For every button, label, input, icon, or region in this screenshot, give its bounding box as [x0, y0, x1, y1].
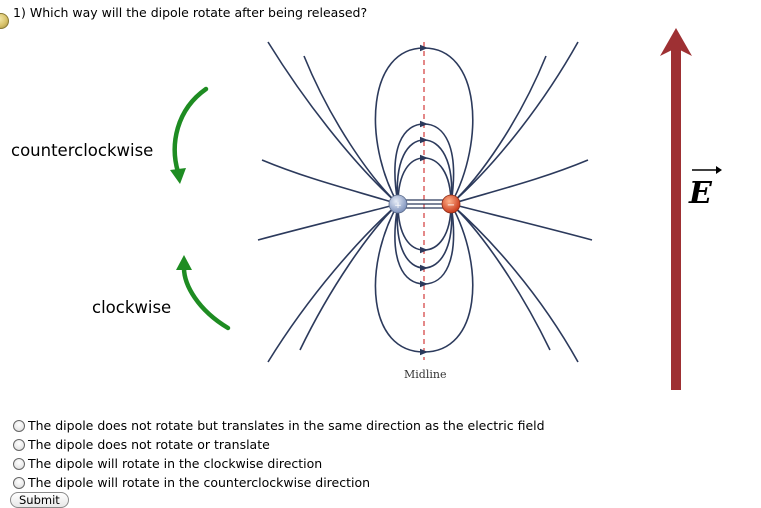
answer-options: The dipole does not rotate but translate… — [13, 416, 545, 492]
midline-label: Midline — [404, 368, 447, 381]
positive-charge — [388, 194, 408, 214]
field-line — [374, 203, 474, 356]
option-label: The dipole will rotate in the clockwise … — [28, 456, 323, 471]
submit-button[interactable]: Submit — [10, 492, 69, 508]
field-line — [394, 203, 455, 288]
field-line — [450, 203, 579, 363]
field-line — [450, 41, 579, 205]
counterclockwise-arrow-icon — [170, 86, 209, 184]
field-line — [396, 203, 453, 272]
field-line — [396, 136, 453, 205]
radio-button[interactable] — [13, 457, 25, 470]
question-prompt: Which way will the dipole rotate after b… — [29, 5, 368, 20]
clockwise-arrow-icon — [176, 255, 231, 331]
field-line — [397, 203, 452, 254]
question-number: 1) — [13, 5, 26, 20]
dipole-field-diagram: + − — [170, 28, 722, 390]
option-label: The dipole will rotate in the counterclo… — [28, 475, 371, 490]
question-text: 1) Which way will the dipole rotate afte… — [13, 5, 367, 20]
option-translates[interactable]: The dipole does not rotate but translate… — [13, 416, 545, 435]
field-line — [450, 159, 589, 205]
field-line — [299, 203, 399, 351]
field-line — [450, 55, 547, 205]
radio-button[interactable] — [13, 438, 25, 451]
field-line — [450, 203, 551, 351]
option-counterclockwise[interactable]: The dipole will rotate in the counterclo… — [13, 473, 545, 492]
field-line — [257, 203, 399, 241]
option-no-rotate-no-translate[interactable]: The dipole does not rotate or translate — [13, 435, 545, 454]
field-line — [303, 55, 399, 205]
option-label: The dipole does not rotate or translate — [28, 437, 270, 452]
radio-button[interactable] — [13, 476, 25, 489]
field-line — [267, 41, 399, 205]
option-label: The dipole does not rotate but translate… — [28, 418, 545, 433]
negative-charge-symbol: − — [447, 200, 455, 211]
electric-field-label: E — [689, 176, 712, 211]
field-line — [267, 203, 399, 363]
vector-arrow-icon — [692, 166, 722, 174]
field-line — [397, 154, 452, 205]
field-line — [394, 120, 455, 205]
field-line — [374, 44, 474, 205]
clockwise-label: clockwise — [92, 298, 172, 317]
field-line — [450, 203, 593, 241]
counterclockwise-label: counterclockwise — [11, 141, 154, 160]
field-line — [261, 159, 399, 205]
electric-field-arrow-icon — [660, 28, 692, 390]
positive-charge-symbol: + — [394, 201, 402, 211]
radio-button[interactable] — [13, 419, 25, 432]
negative-charge — [441, 194, 461, 214]
option-clockwise[interactable]: The dipole will rotate in the clockwise … — [13, 454, 545, 473]
